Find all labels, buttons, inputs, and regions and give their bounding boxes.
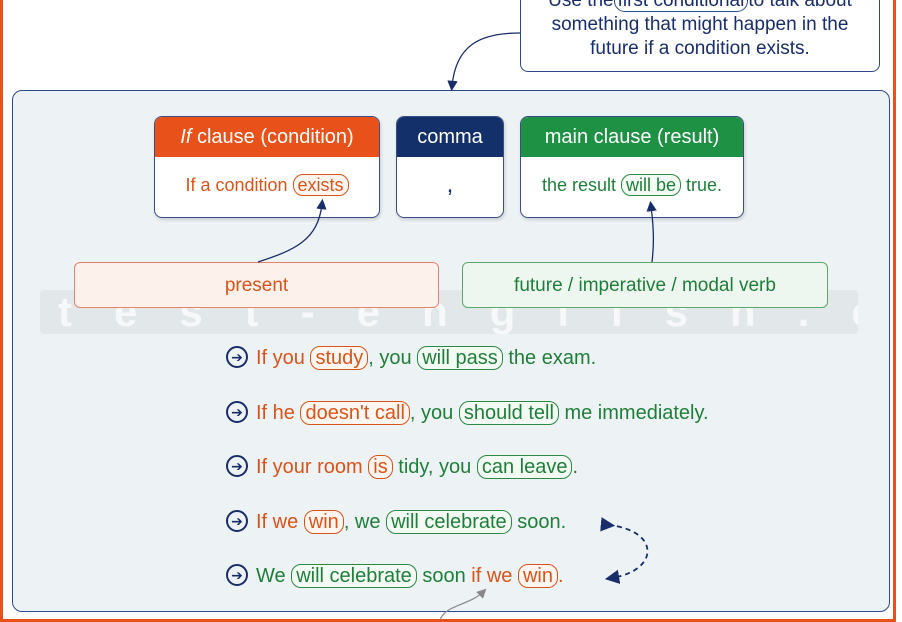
body-text: If a condition [185, 175, 293, 195]
verb-pill: win [517, 564, 558, 588]
arrow-circle-icon: ➔ [226, 400, 248, 423]
verb-pill: should tell [458, 401, 559, 425]
verb-pill: study [310, 346, 369, 370]
body-text: true. [681, 175, 723, 195]
callout-text: to talk about [748, 0, 852, 11]
if-clause-title: If clause (condition) [155, 117, 379, 157]
ex-text: If we [256, 511, 304, 533]
swap-arrow [600, 517, 649, 584]
title-rest: clause (condition) [191, 126, 354, 148]
future-arrow [646, 200, 657, 263]
main-clause-box: main clause (result) the result will be … [520, 116, 744, 218]
ex-text: soon. [511, 511, 567, 533]
ex-text: , you [368, 347, 418, 369]
ex-text: We [256, 565, 292, 587]
bottom-arrow [439, 588, 487, 620]
verb-pill: is [368, 455, 393, 479]
ex-text: If he [256, 402, 301, 424]
if-clause-body: If a condition exists [155, 157, 379, 215]
future-label: future / imperative / modal verb [462, 262, 828, 308]
verb-pill: will pass [417, 346, 503, 370]
verb-pill: will be [620, 174, 682, 196]
verb-pill: can leave [476, 455, 573, 479]
example-row: ➔ If he doesn't call, you should tell me … [226, 397, 709, 429]
ex-text: , you [409, 402, 459, 424]
verb-pill: win [303, 510, 344, 534]
arrow-circle-icon: ➔ [226, 563, 248, 586]
ex-text: me immediately. [558, 402, 709, 424]
verb-pill: doesn't call [300, 401, 410, 425]
example-row: ➔ If your room is tidy, you can leave. [226, 451, 578, 483]
callout-line: future if a condition exists. [590, 38, 810, 59]
callout-line: something that might happen in the [551, 14, 849, 35]
present-label: present [74, 262, 439, 308]
body-text: the result [541, 175, 621, 195]
main-clause-title: main clause (result) [521, 117, 743, 157]
ex-text: If your room [256, 456, 369, 478]
present-arrow [257, 198, 327, 263]
example-row: ➔ If you study, you will pass the exam. [226, 342, 596, 374]
ex-text: , we [343, 511, 387, 533]
if-clause-box: If clause (condition) If a condition exi… [154, 116, 380, 218]
ex-text: soon [416, 565, 472, 587]
comma-box: comma , [396, 116, 504, 218]
callout-arrow [447, 32, 521, 92]
arrow-circle-icon: ➔ [226, 345, 248, 368]
if-italic: If [180, 126, 192, 148]
arrow-circle-icon: ➔ [226, 509, 248, 532]
ex-text: tidy, you [392, 456, 477, 478]
ex-text: the exam. [502, 347, 597, 369]
verb-pill: will celebrate [291, 564, 417, 588]
comma-body: , [446, 171, 454, 198]
arrow-circle-icon: ➔ [226, 454, 248, 477]
example-row: ➔ We will celebrate soon if we win. [226, 560, 564, 592]
comma-title: comma [397, 117, 503, 157]
ex-text: if we [471, 565, 518, 587]
term-highlight: first conditional [613, 0, 749, 12]
example-row: ➔ If we win, we will celebrate soon. [226, 506, 566, 538]
ex-text: . [558, 565, 564, 587]
ex-text: . [572, 456, 579, 478]
ex-text: If you [256, 347, 311, 369]
verb-pill: will celebrate [386, 510, 512, 534]
callout-text: Use the [548, 0, 614, 11]
verb-pill: exists [292, 174, 349, 196]
main-clause-body: the result will be true. [521, 157, 743, 215]
